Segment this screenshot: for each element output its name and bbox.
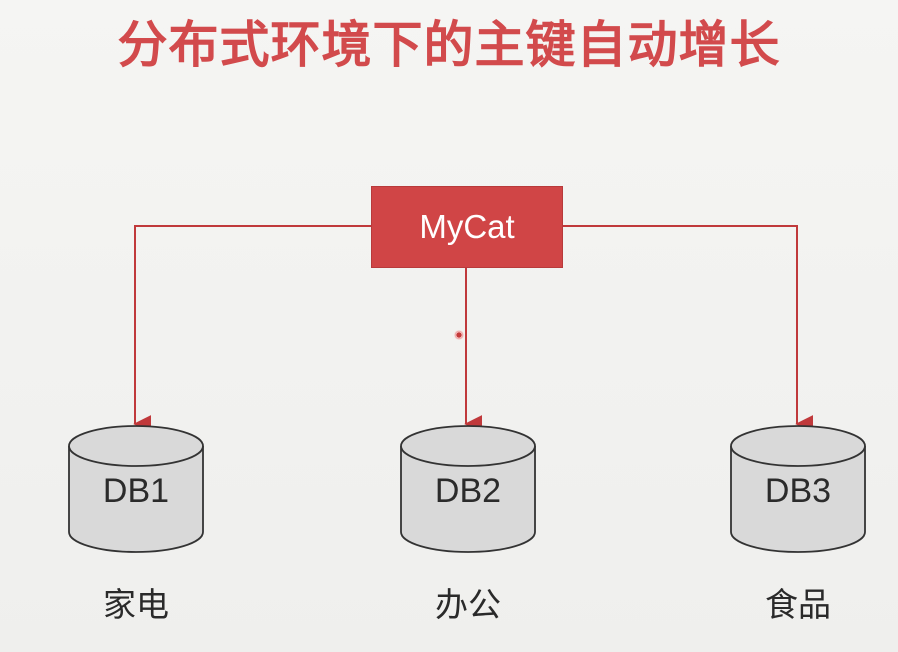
database-db2: DB2 — [398, 424, 538, 554]
database-caption-db3: 食品 — [765, 585, 831, 624]
database-cylinder-icon — [400, 425, 536, 553]
slide-title: 分布式环境下的主键自动增长 — [117, 16, 781, 74]
database-label: DB2 — [434, 472, 502, 510]
database-caption-db2: 办公 — [435, 585, 501, 624]
connector-db3 — [563, 225, 814, 433]
database-db1: DB1 — [66, 424, 206, 554]
database-db3: DB3 — [728, 424, 868, 554]
mycat-node: MyCat — [371, 186, 563, 268]
database-caption-db1: 家电 — [103, 585, 169, 624]
connector-db1 — [133, 225, 371, 433]
laser-pointer-icon — [454, 330, 464, 340]
database-cylinder-icon — [68, 425, 204, 553]
database-label: DB1 — [102, 472, 170, 510]
database-cylinder-icon — [730, 425, 866, 553]
database-label: DB3 — [764, 472, 832, 510]
